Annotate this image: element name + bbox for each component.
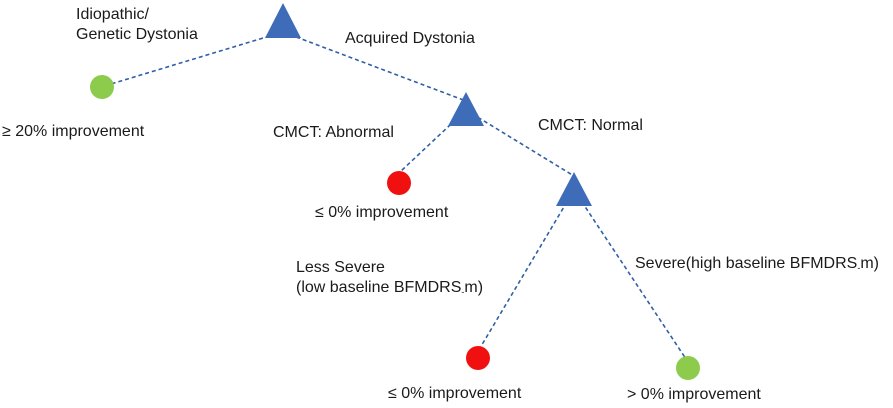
less-severe-red-circle-leaf [466, 346, 490, 370]
severe-prefix: Severe(high baseline BFMDRS [635, 255, 858, 272]
branch-label-less-severe-line1: Less Severe [296, 259, 385, 276]
edge-root-to-acquired [282, 31, 467, 102]
leaf-label-less-severe: ≤ 0% improvement [388, 385, 522, 402]
leaf-label-idiopathic: ≥ 20% improvement [2, 123, 145, 140]
acquired-triangle-node [448, 92, 484, 126]
edge-cmct-normal-to-less-severe-leaf [479, 189, 575, 349]
leaf-label-severe: > 0% improvement [627, 386, 761, 403]
edge-acquired-to-cmct-normal [465, 109, 575, 177]
cmct-abnormal-red-circle-leaf [387, 171, 411, 195]
less-severe-line2-suffix: m) [464, 279, 484, 296]
branch-label-idiopathic-line2: Genetic Dystonia [76, 26, 198, 43]
branch-label-cmct-abnormal: CMCT: Abnormal [273, 124, 394, 141]
branch-label-less-severe-line2: (low baseline BFMDRS-m) [296, 278, 483, 302]
branch-label-cmct-normal: CMCT: Normal [538, 117, 643, 134]
branch-label-less-severe: Less Severe (low baseline BFMDRS-m) [296, 258, 483, 302]
leaf-label-cmct-abnormal: ≤ 0% improvement [315, 204, 449, 221]
edge-root-to-idiopathic-leaf [110, 31, 284, 85]
idiopathic-green-circle-leaf [90, 75, 114, 99]
less-severe-line2-prefix: (low baseline BFMDRS [296, 279, 462, 296]
edge-cmct-normal-to-severe-leaf [573, 189, 689, 363]
severe-suffix: m) [860, 255, 879, 272]
branch-label-severe: Severe(high baseline BFMDRS-m) [635, 254, 879, 278]
severe-green-circle-leaf [676, 356, 700, 380]
less-severe-line2-sub: - [461, 287, 465, 297]
cmct-normal-triangle-node [556, 172, 592, 206]
root-triangle-node [265, 3, 301, 38]
severe-sub: - [857, 263, 861, 273]
branch-label-idiopathic: Idiopathic/ Genetic Dystonia [76, 5, 198, 45]
branch-label-idiopathic-line1: Idiopathic/ [76, 6, 149, 23]
branch-label-acquired: Acquired Dystonia [345, 30, 475, 47]
